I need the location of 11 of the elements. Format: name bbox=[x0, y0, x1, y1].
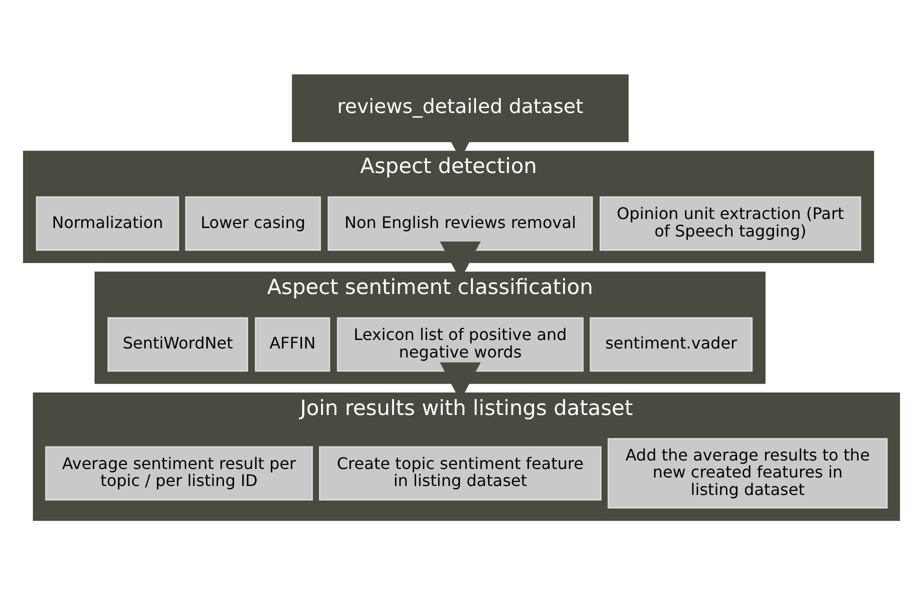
node-box: Add the average results to the new created features in listing dataset bbox=[608, 438, 888, 508]
node-box: Lexicon list of positive and negative words bbox=[336, 316, 584, 372]
node-box: Opinion unit extraction (Part of Speech tagging) bbox=[600, 196, 862, 250]
node-box: Create topic sentiment feature in listing dataset bbox=[319, 446, 602, 500]
node-box: Normalization bbox=[36, 196, 180, 250]
node-box: AFFIN bbox=[254, 316, 330, 372]
node-box: Non English reviews removal bbox=[328, 196, 593, 250]
node-box: sentiment.vader bbox=[590, 316, 753, 372]
node-box: Lower casing bbox=[185, 196, 321, 250]
node-box: Average sentiment result per topic / per listing ID bbox=[45, 446, 313, 500]
node-box: SentiWordNet bbox=[108, 316, 248, 372]
